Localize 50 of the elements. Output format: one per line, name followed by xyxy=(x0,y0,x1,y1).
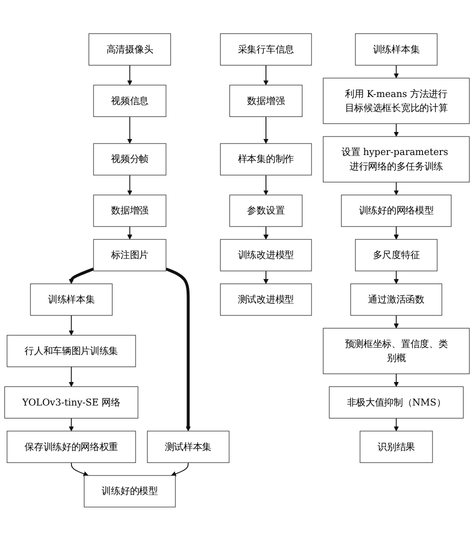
arrow xyxy=(394,315,399,329)
node-box: 参数设置 xyxy=(229,194,302,227)
node-box: 预测框坐标、置信度、类别概 xyxy=(322,328,470,374)
arrow xyxy=(263,64,268,86)
node-box: 训练好的网络模型 xyxy=(341,194,452,227)
arrow xyxy=(263,116,268,144)
arrow xyxy=(263,226,268,240)
arrow xyxy=(171,462,189,476)
node-box: 行人和车辆图片训练集 xyxy=(6,335,136,368)
arrow xyxy=(263,174,268,196)
node-box: 保存训练好的网络权重 xyxy=(6,430,136,464)
arrow xyxy=(68,418,74,432)
arrow xyxy=(394,374,399,388)
arrow xyxy=(68,366,74,388)
node-box: 数据增强 xyxy=(93,194,166,227)
arrow xyxy=(263,270,268,284)
arrow xyxy=(394,270,399,284)
arrow xyxy=(165,268,191,432)
arrow xyxy=(394,226,399,240)
arrow xyxy=(394,123,399,137)
node-box: 通过激活函数 xyxy=(350,284,442,316)
node-box: 利用 K-means 方法进行目标候选框长宽比的计算 xyxy=(322,78,470,124)
arrow xyxy=(394,64,399,78)
node-box: 视频分帧 xyxy=(93,143,166,176)
arrow xyxy=(70,462,88,476)
node-box: 训练样本集 xyxy=(355,34,438,66)
arrow xyxy=(68,315,74,336)
node-box: 视频信息 xyxy=(93,84,166,118)
node-box: 数据增强 xyxy=(229,84,302,118)
node-box: 非极大值抑制（NMS） xyxy=(328,386,464,419)
node-box: 高清摄像头 xyxy=(88,34,171,66)
arrow xyxy=(394,418,399,432)
arrow xyxy=(127,226,132,240)
arrow xyxy=(127,174,132,196)
node-box: YOLOv3-tiny-SE 网络 xyxy=(4,386,138,419)
node-box: 训练好的模型 xyxy=(84,475,176,508)
arrow xyxy=(68,268,94,284)
node-box: 识别结果 xyxy=(360,430,433,464)
node-box: 测试改进模型 xyxy=(220,284,312,316)
node-box: 训练改进模型 xyxy=(220,239,312,272)
node-box: 训练样本集 xyxy=(30,284,113,316)
node-box: 多尺度特征 xyxy=(355,239,438,272)
node-box: 标注图片 xyxy=(93,239,166,272)
node-box: 采集行车信息 xyxy=(220,34,312,66)
node-box: 样本集的制作 xyxy=(220,143,312,176)
arrow xyxy=(394,182,399,196)
arrow xyxy=(127,116,132,144)
arrow xyxy=(127,64,132,86)
node-box: 测试样本集 xyxy=(147,430,230,464)
node-box: 设置 hyper-parameters 进行网络的多任务训练 xyxy=(322,136,470,183)
